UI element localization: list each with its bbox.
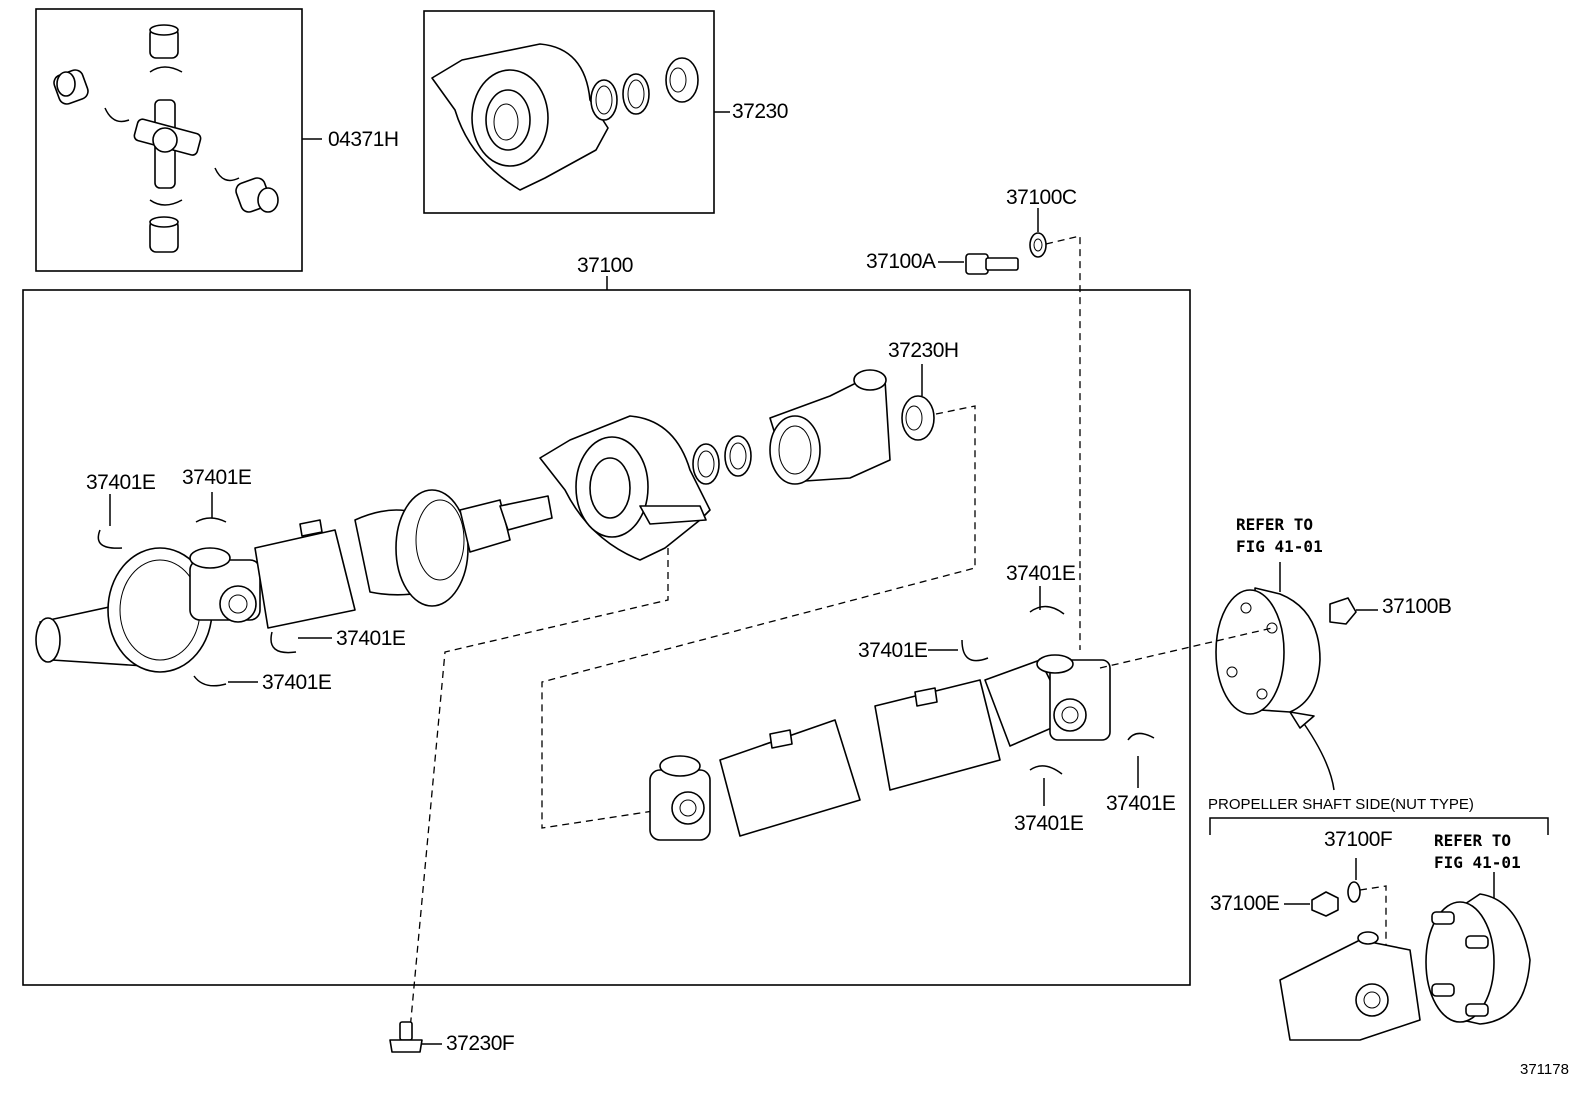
dust-seal-ring[interactable] bbox=[590, 79, 618, 121]
bushing[interactable] bbox=[665, 57, 699, 103]
label-37401E: 37401E bbox=[858, 639, 928, 662]
label-37230H: 37230H bbox=[888, 339, 959, 362]
nut-type-inset bbox=[1209, 817, 1549, 1041]
label-37100C: 37100C bbox=[1006, 186, 1077, 209]
snap-ring-icon[interactable] bbox=[195, 517, 227, 523]
label-37401E: 37401E bbox=[262, 671, 332, 694]
label-37401E: 37401E bbox=[1014, 812, 1084, 835]
refer-note-2-line1: REFER TO bbox=[1434, 831, 1511, 850]
refer-note-1-line1: REFER TO bbox=[1236, 515, 1313, 534]
label-37100: 37100 bbox=[577, 254, 633, 277]
front-propeller-shaft[interactable] bbox=[35, 489, 553, 673]
spider-cross[interactable] bbox=[133, 99, 202, 189]
snap-ring-group bbox=[97, 517, 1155, 775]
rear-propeller-shaft[interactable] bbox=[649, 654, 1111, 841]
flange-yoke[interactable] bbox=[1279, 931, 1421, 1041]
dust-seal-ring[interactable] bbox=[724, 435, 752, 477]
companion-flange[interactable] bbox=[1425, 893, 1531, 1025]
center-bearing-installed[interactable] bbox=[539, 415, 711, 561]
bearing-cup-top[interactable] bbox=[149, 24, 179, 59]
nut-37100E[interactable] bbox=[1284, 891, 1339, 917]
bearing-cup-bottom[interactable] bbox=[149, 216, 179, 253]
label-37100E: 37100E bbox=[1210, 892, 1280, 915]
snap-ring-icon[interactable] bbox=[1029, 765, 1063, 775]
snap-ring-icon[interactable] bbox=[97, 529, 123, 549]
label-37401E: 37401E bbox=[86, 471, 156, 494]
bushing-37230H[interactable] bbox=[901, 364, 935, 441]
washer-37100C[interactable] bbox=[1029, 208, 1047, 258]
label-37100F: 37100F bbox=[1324, 828, 1392, 851]
refer-note-2-line2: FIG 41-01 bbox=[1434, 853, 1521, 872]
sleeve-yoke[interactable] bbox=[769, 369, 891, 485]
dust-seal-ring[interactable] bbox=[692, 443, 720, 485]
dust-seal-ring[interactable] bbox=[622, 73, 650, 115]
label-37401E: 37401E bbox=[182, 466, 252, 489]
snap-ring-icon bbox=[149, 199, 183, 206]
label-37401E: 37401E bbox=[336, 627, 406, 650]
washer-37100F[interactable] bbox=[1347, 858, 1361, 903]
label-37401E: 37401E bbox=[1106, 792, 1176, 815]
snap-ring-icon bbox=[149, 66, 183, 73]
snap-ring-icon[interactable] bbox=[1029, 605, 1065, 615]
refer-note-1-line2: FIG 41-01 bbox=[1236, 537, 1323, 556]
propeller-shaft-side-note: PROPELLER SHAFT SIDE(NUT TYPE) bbox=[1208, 796, 1474, 813]
snap-ring-icon[interactable] bbox=[1127, 732, 1155, 741]
center-bearing-box bbox=[423, 10, 730, 214]
bearing-cup-right[interactable] bbox=[234, 176, 279, 214]
center-bearing[interactable] bbox=[431, 43, 609, 191]
label-37230F: 37230F bbox=[446, 1032, 514, 1055]
pointer-arrow-icon bbox=[1289, 711, 1335, 791]
illustration-number: 371178 bbox=[1520, 1061, 1569, 1078]
nut-37100B[interactable] bbox=[1329, 597, 1378, 625]
snap-ring-icon[interactable] bbox=[193, 675, 227, 687]
snap-ring-icon bbox=[104, 107, 130, 123]
label-04371H: 04371H bbox=[328, 128, 399, 151]
snap-ring-icon[interactable] bbox=[270, 631, 297, 654]
snap-ring-icon bbox=[214, 167, 240, 182]
bolt-37230F[interactable] bbox=[389, 1021, 442, 1053]
spider-kit-box bbox=[35, 8, 322, 272]
label-37230: 37230 bbox=[732, 100, 788, 123]
label-37401E: 37401E bbox=[1006, 562, 1076, 585]
differential-flange[interactable] bbox=[1215, 587, 1321, 715]
bearing-cup-left[interactable] bbox=[52, 68, 90, 106]
bolt-37100A[interactable] bbox=[938, 253, 1019, 275]
snap-ring-icon[interactable] bbox=[961, 639, 989, 662]
propeller-shaft-assembly-box bbox=[22, 276, 1191, 986]
label-37100A: 37100A bbox=[866, 250, 936, 273]
label-37100B: 37100B bbox=[1382, 595, 1451, 618]
